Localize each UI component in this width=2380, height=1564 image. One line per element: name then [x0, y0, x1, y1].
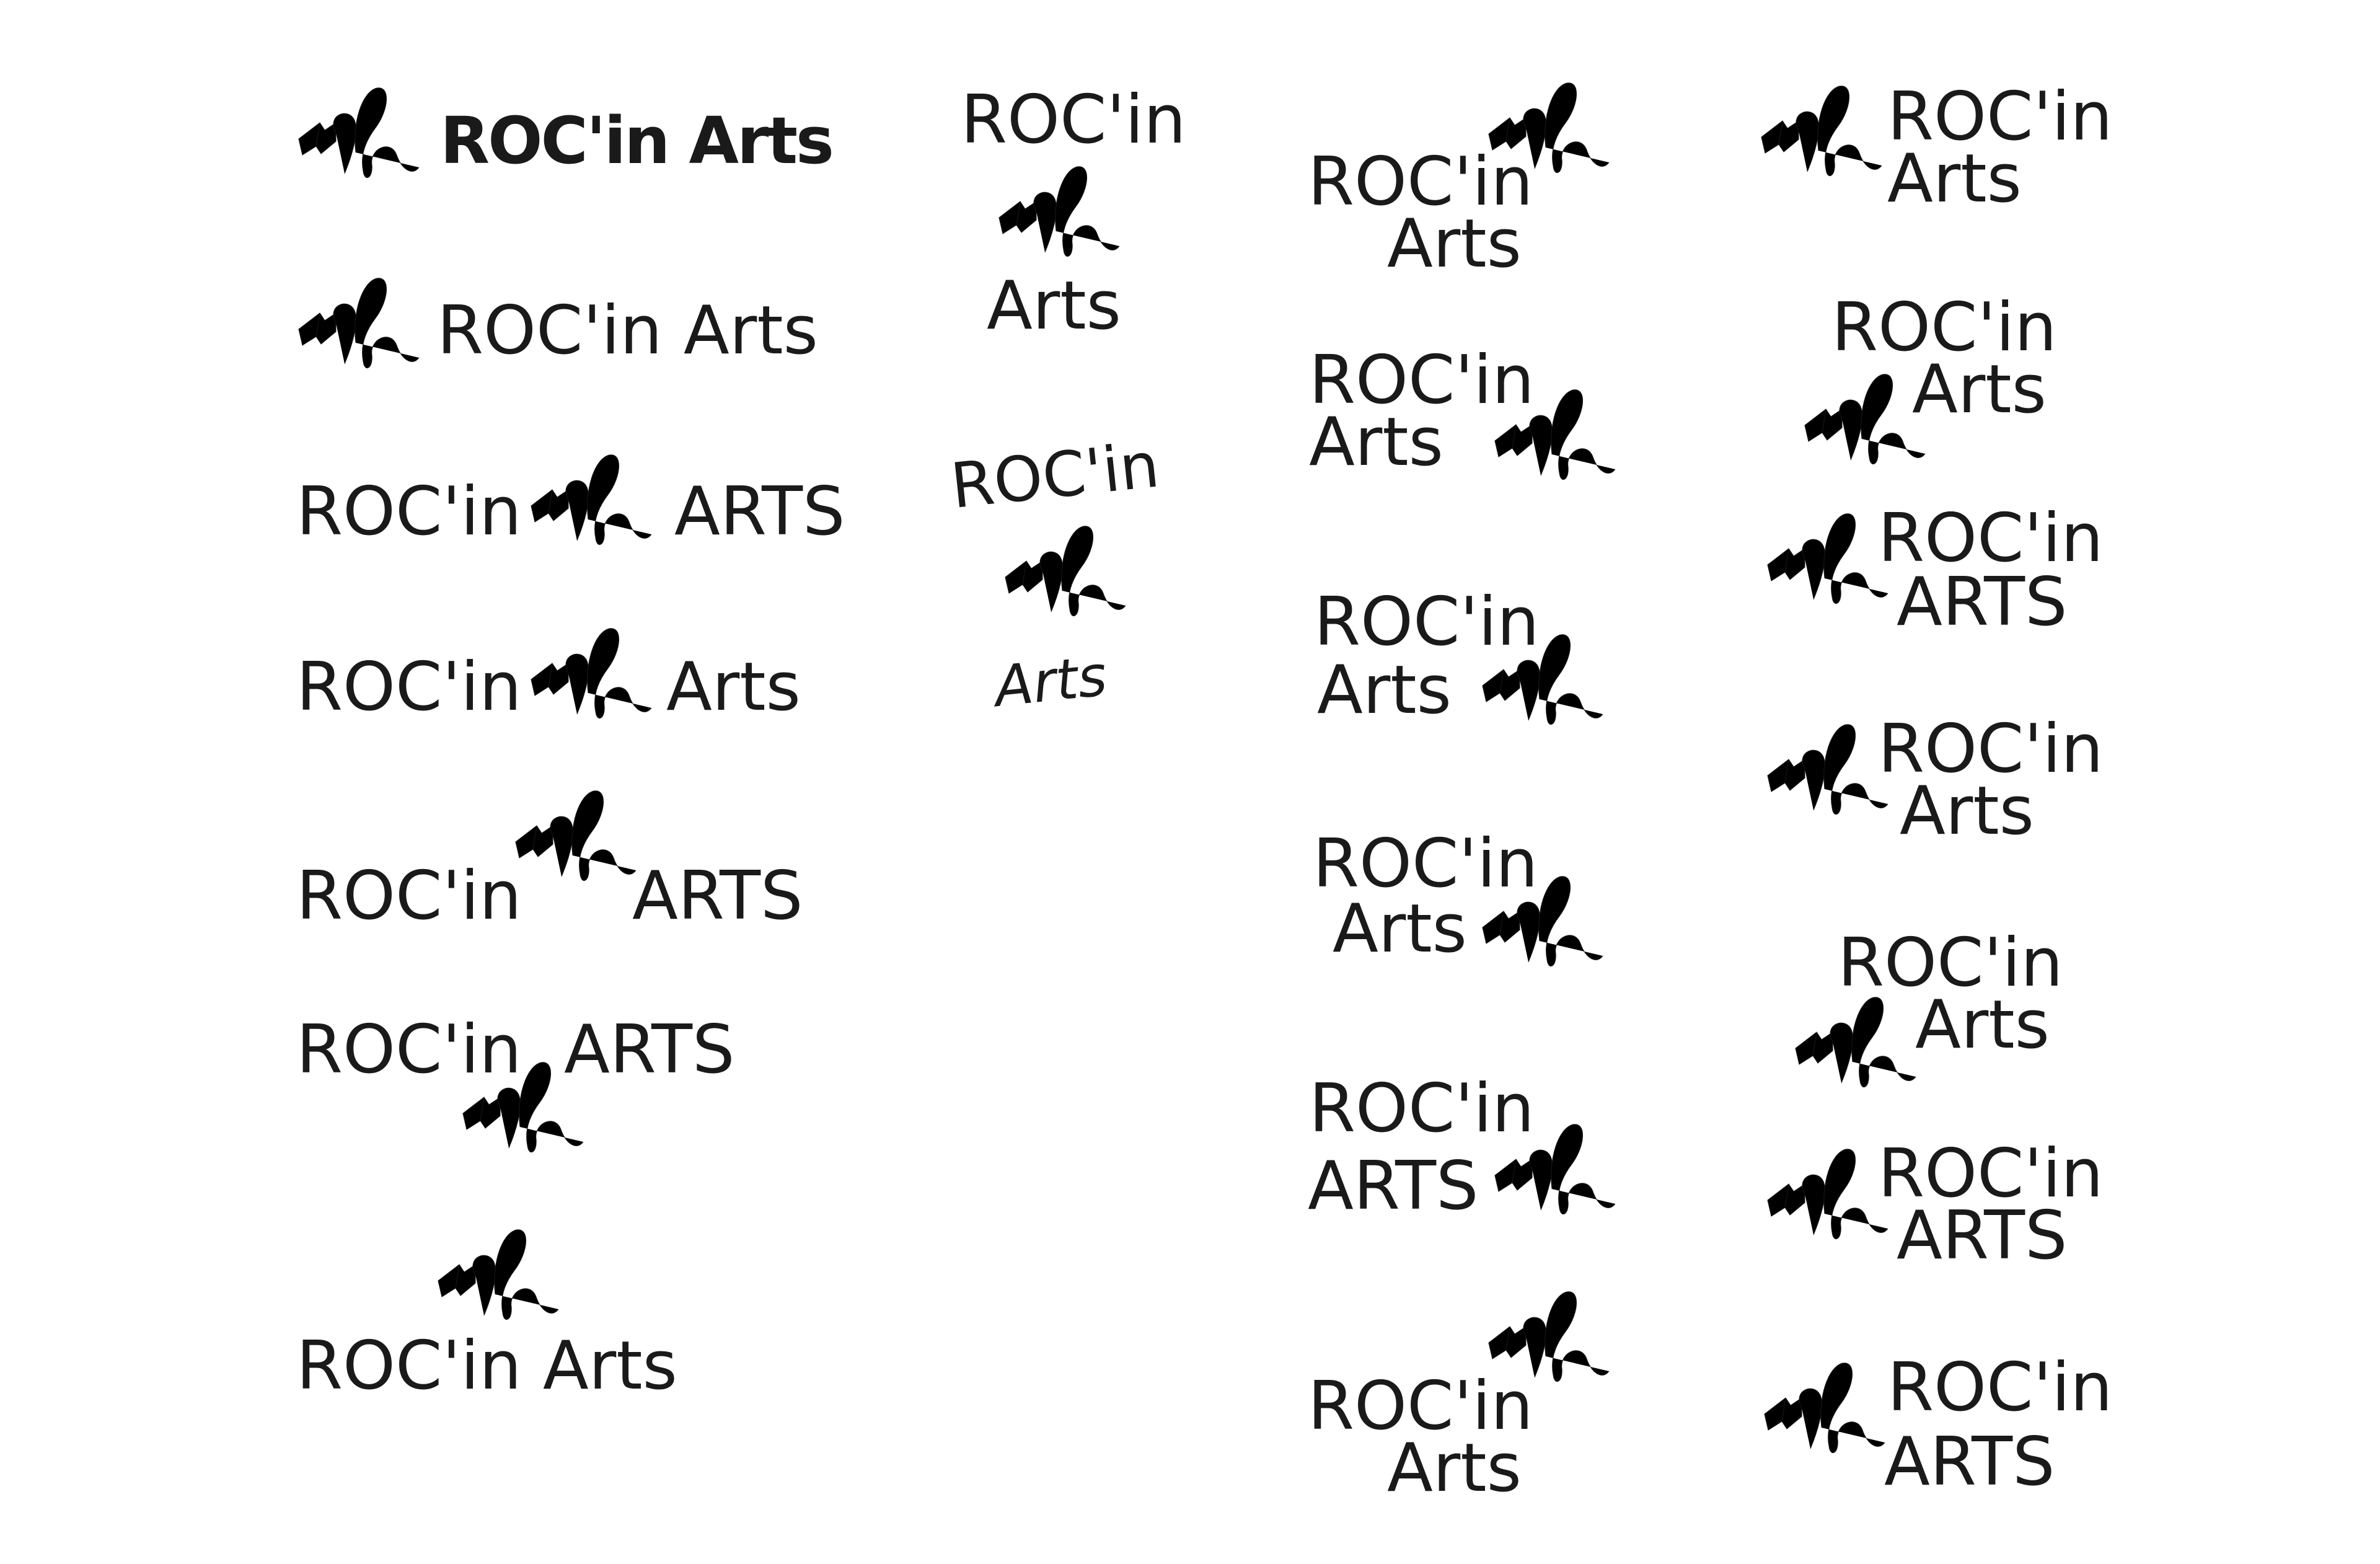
- monogram-icon: [1760, 1141, 1890, 1249]
- logo-name: ROC'in: [296, 857, 522, 935]
- monogram-icon: [1757, 1354, 1887, 1463]
- monogram-icon: [992, 158, 1122, 267]
- logo-name: ROC'in: [296, 648, 522, 726]
- logo-wordmark: ROC'in Arts: [440, 103, 834, 179]
- monogram-icon: [508, 782, 638, 891]
- logo-arts: Arts: [987, 267, 1121, 345]
- monogram-icon: [1488, 1116, 1618, 1224]
- logo-name: ROC'in: [1309, 1070, 1535, 1147]
- logo-arts: Arts: [1387, 1429, 1522, 1507]
- monogram-icon: [1754, 77, 1884, 186]
- logo-arts: Arts: [1887, 140, 2022, 218]
- logo-arts: ARTS: [674, 473, 845, 550]
- logo-arts: ARTS: [1308, 1147, 1479, 1225]
- logo-name: ROC'in: [1838, 924, 2063, 1002]
- monogram-icon: [524, 446, 654, 555]
- monogram-icon: [1475, 626, 1605, 735]
- monogram-icon: [291, 79, 421, 188]
- monogram-icon: [1475, 868, 1605, 976]
- monogram-icon: [456, 1054, 586, 1162]
- monogram-icon: [1488, 381, 1618, 490]
- monogram-icon: [431, 1221, 561, 1330]
- monogram-icon: [1760, 505, 1890, 614]
- monogram-icon: [998, 518, 1128, 626]
- logo-name: ROC'in: [1313, 825, 1538, 903]
- logo-arts: ARTS: [1897, 563, 2068, 641]
- monogram-icon: [1797, 366, 1928, 474]
- logo-arts: Arts: [1309, 404, 1443, 481]
- logo-name: ROC'in: [1308, 1367, 1533, 1445]
- logo-name: ROC'in: [961, 81, 1186, 159]
- logo-name: ROC'in: [1878, 710, 2104, 788]
- logo-name: ROC'in: [1309, 342, 1535, 419]
- logo-arts: ARTS: [1884, 1423, 2055, 1501]
- logo-arts: Arts: [1387, 205, 1522, 283]
- logo-name: ROC'in: [1314, 583, 1540, 661]
- logo-name: ROC'in: [296, 473, 522, 550]
- logo-wordmark: ROC'in Arts: [437, 292, 818, 369]
- logo-wordmark: ROC'in Arts: [296, 1327, 677, 1405]
- logo-arts: Arts: [666, 648, 801, 726]
- logo-arts: Arts: [1333, 890, 1467, 968]
- logo-name: ROC'in: [1308, 143, 1533, 221]
- logo-arts-arched: Arts: [991, 643, 1110, 720]
- logo-arts: ARTS: [564, 1011, 735, 1089]
- logo-name: ROC'in: [1878, 1135, 2104, 1213]
- logo-arts: Arts: [1900, 772, 2034, 850]
- logo-arts: ARTS: [632, 857, 803, 935]
- logo-name: ROC'in: [1887, 78, 2113, 156]
- logo-arts: Arts: [1317, 652, 1452, 729]
- monogram-icon: [291, 270, 421, 378]
- logo-name: ROC'in: [296, 1011, 522, 1089]
- monogram-icon: [524, 620, 654, 728]
- logo-arts: ARTS: [1897, 1197, 2068, 1275]
- logo-name-arched: ROC'in: [947, 428, 1163, 523]
- logo-arts: Arts: [1915, 986, 2050, 1064]
- logo-name: ROC'in: [1831, 289, 2057, 366]
- logo-name: ROC'in: [1878, 500, 2104, 577]
- logo-arts: Arts: [1912, 351, 2047, 428]
- logo-name: ROC'in: [1887, 1349, 2113, 1426]
- monogram-icon: [1760, 716, 1890, 824]
- monogram-icon: [1788, 989, 1918, 1097]
